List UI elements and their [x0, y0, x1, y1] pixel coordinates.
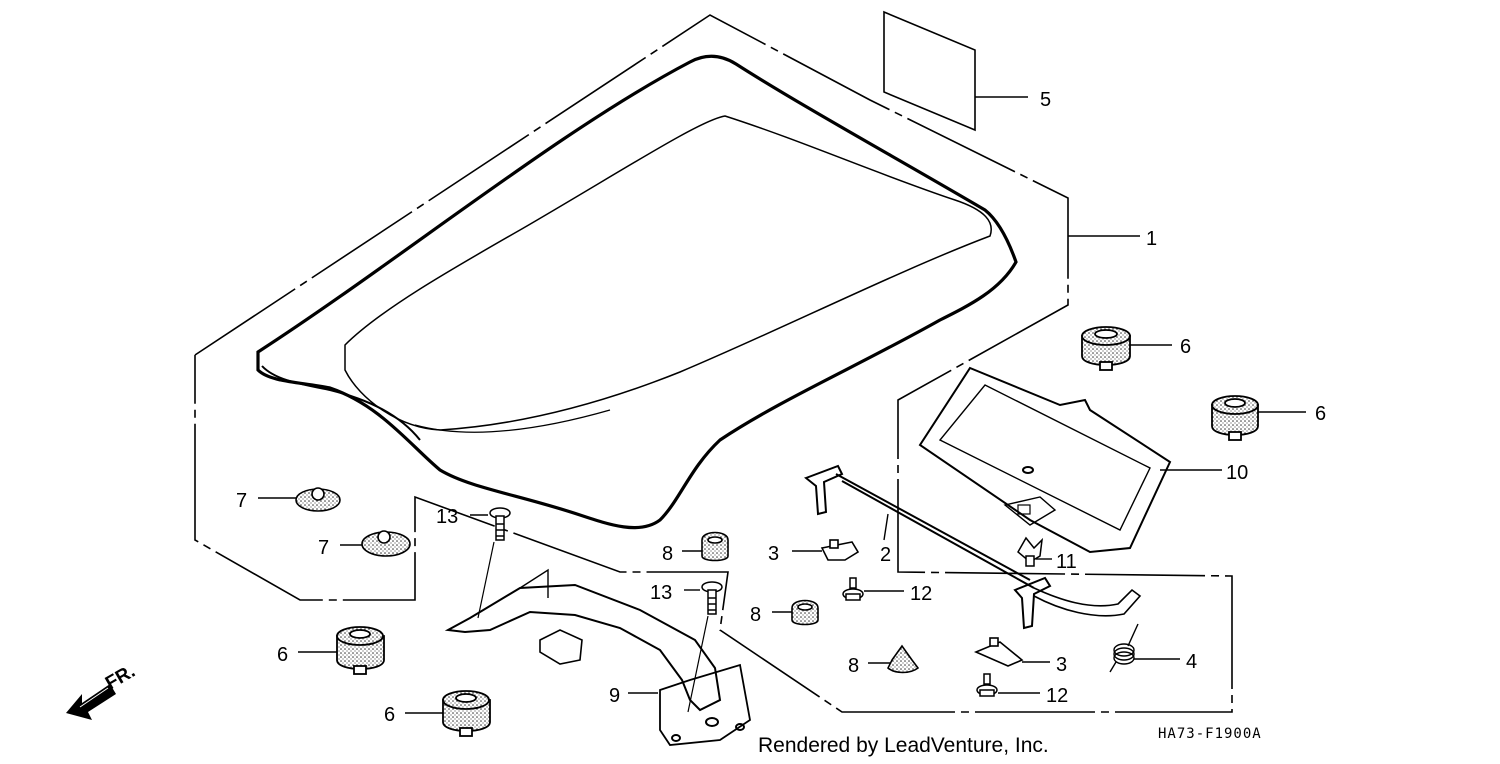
callout-12a: 12	[910, 583, 932, 605]
callout-6a: 6	[1180, 336, 1191, 358]
callout-7a: 7	[236, 490, 247, 512]
callout-5: 5	[1040, 89, 1051, 111]
clip-lower	[973, 637, 1024, 667]
bolt-upper	[489, 507, 511, 541]
screw-lower	[976, 673, 998, 697]
callout-4: 4	[1186, 651, 1197, 673]
callout-8b: 8	[750, 604, 761, 626]
seat-bracket	[444, 568, 751, 746]
callout-13b: 13	[650, 582, 672, 604]
callout-8a: 8	[662, 543, 673, 565]
callout-1: 1	[1146, 228, 1157, 250]
label-sticker	[883, 10, 976, 132]
callout-11: 11	[1056, 551, 1077, 573]
rubber-cap-middle	[791, 599, 819, 626]
callout-9: 9	[609, 685, 620, 707]
cushion-right	[1211, 395, 1259, 441]
credit-text: Rendered by LeadVenture, Inc.	[758, 734, 1049, 757]
rubber-cap-upper	[701, 531, 729, 562]
rubber-cap-lower	[887, 644, 920, 674]
storage-tray	[918, 366, 1172, 554]
seat-assembly	[256, 54, 1018, 530]
callout-6b: 6	[1315, 403, 1326, 425]
stopper-lower	[361, 530, 411, 557]
spring	[1109, 623, 1139, 673]
latch-rod	[804, 464, 1142, 630]
callout-10: 10	[1226, 462, 1248, 484]
clip-upper	[820, 539, 860, 561]
callout-13a: 13	[436, 506, 458, 528]
front-direction-arrow-icon	[66, 684, 116, 720]
callout-6d: 6	[384, 704, 395, 726]
diagram-code: HA73-F1900A	[1158, 726, 1262, 742]
callout-3b: 3	[1056, 654, 1067, 676]
cushion-left-upper	[336, 626, 385, 675]
wing-nut	[1017, 536, 1044, 567]
seat-group-outline	[194, 14, 1233, 713]
callout-12b: 12	[1046, 685, 1068, 707]
callout-6c: 6	[277, 644, 288, 666]
stopper-upper	[295, 487, 341, 512]
cushion-left-lower	[442, 690, 491, 737]
callout-8c: 8	[848, 655, 859, 677]
screw-upper	[842, 577, 864, 601]
callout-2: 2	[880, 544, 891, 566]
callout-7b: 7	[318, 537, 329, 559]
bolt-lower	[701, 581, 723, 615]
cushion-top-right	[1081, 326, 1131, 371]
callout-3a: 3	[768, 543, 779, 565]
